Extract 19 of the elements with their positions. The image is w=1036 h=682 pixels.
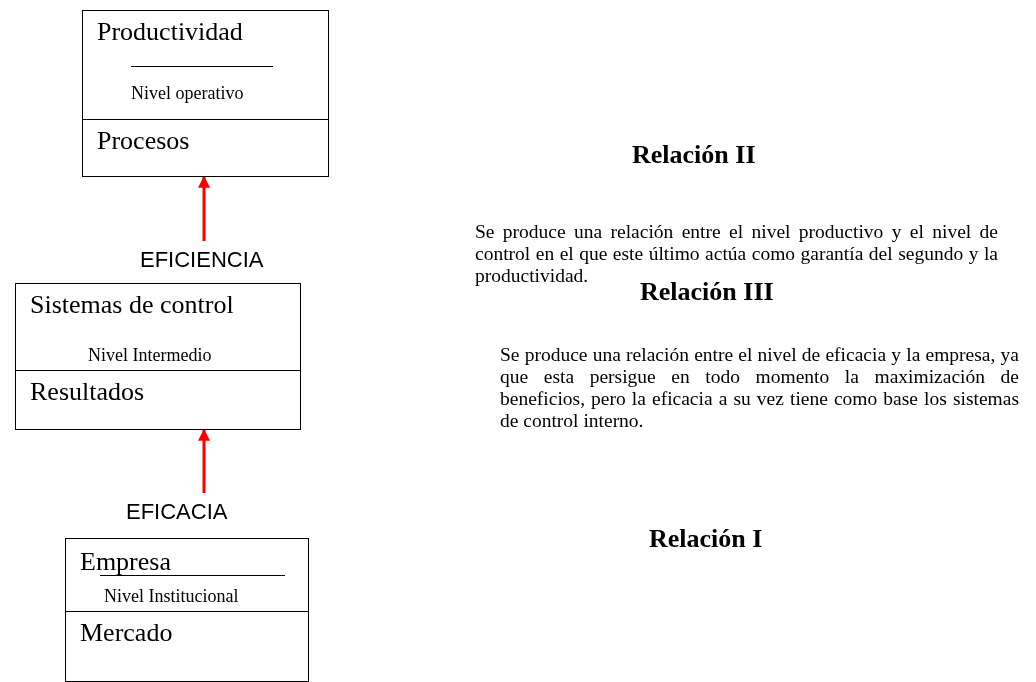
level-subtitle: Nivel operativo (131, 84, 244, 102)
arrow (198, 428, 210, 493)
box-section: Mercado (66, 611, 308, 681)
arrow (198, 175, 210, 241)
section-heading: Relación I (649, 526, 763, 552)
arrow-label: EFICIENCIA (140, 249, 264, 271)
level-box (15, 283, 301, 430)
level-box (65, 538, 309, 682)
box-title: Sistemas de control (30, 292, 234, 318)
box-title: Empresa (80, 549, 171, 575)
section-heading: Relación II (632, 142, 756, 168)
level-box (82, 10, 329, 177)
box-title: Productividad (97, 19, 243, 45)
arrow-label: EFICACIA (126, 501, 228, 523)
level-subtitle: Nivel Institucional (104, 587, 239, 605)
box-section: Procesos (83, 119, 328, 176)
paragraph: Se produce una relación entre el nivel de eficacia y la empresa, ya que esta persigue en todo momento la maximización de beneficios, pero la eficacia a su vez tiene como base los sistemas de control interno. (500, 344, 1019, 432)
box-section: Resultados (16, 370, 300, 429)
level-subtitle: Nivel Intermedio (88, 346, 212, 364)
